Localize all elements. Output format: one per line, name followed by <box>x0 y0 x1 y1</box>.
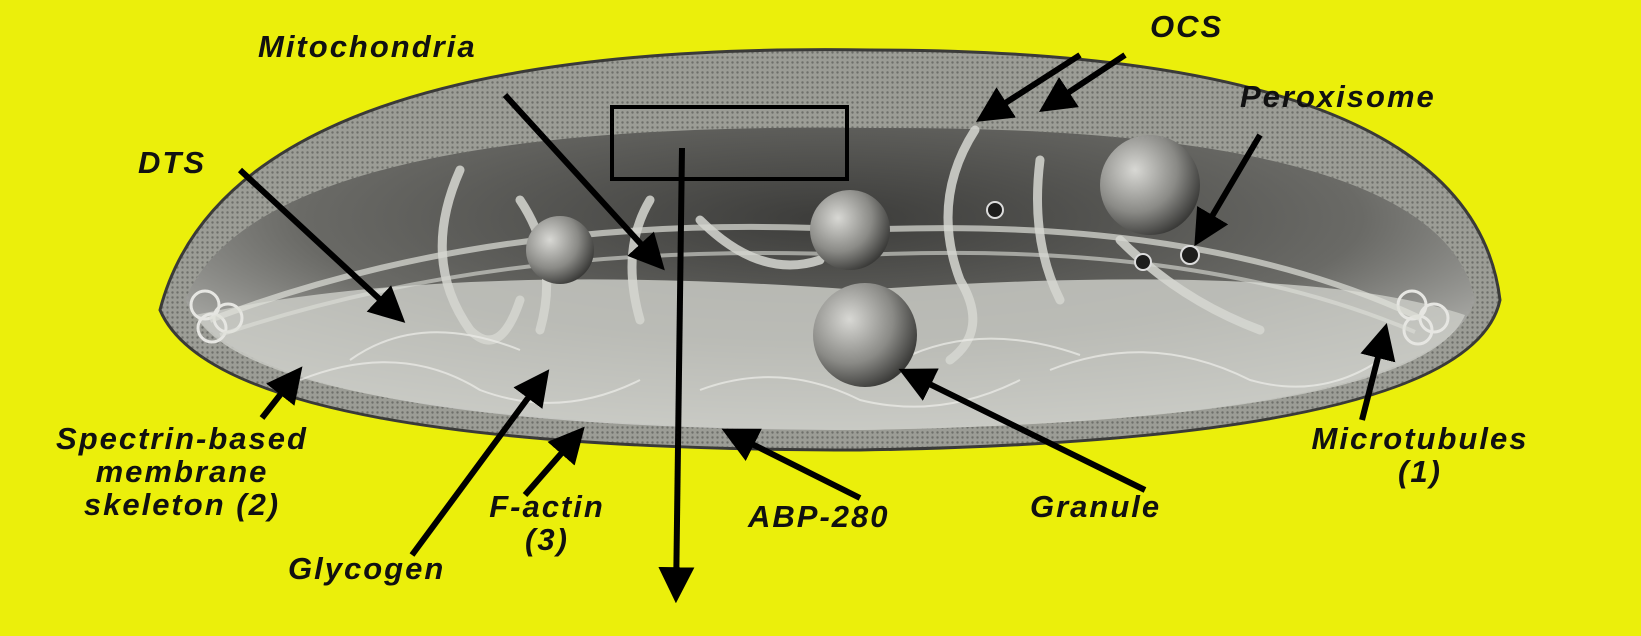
mitochondria-organelle <box>810 190 890 270</box>
granule-organelle <box>813 283 917 387</box>
label-dts: DTS <box>138 146 206 179</box>
label-glycogen: Glycogen <box>288 552 445 585</box>
peroxisome-organelle <box>1100 135 1200 235</box>
label-spectrin-skeleton: Spectrin-based membrane skeleton (2) <box>12 422 352 521</box>
label-microtubules: Microtubules (1) <box>1230 422 1610 488</box>
label-abp-280: ABP-280 <box>748 500 890 533</box>
label-granule: Granule <box>1030 490 1161 523</box>
label-mitochondria: Mitochondria <box>258 30 477 63</box>
label-f-actin: F-actin (3) <box>462 490 632 556</box>
label-peroxisome: Peroxisome <box>1240 80 1436 113</box>
label-ocs: OCS <box>1150 10 1223 43</box>
